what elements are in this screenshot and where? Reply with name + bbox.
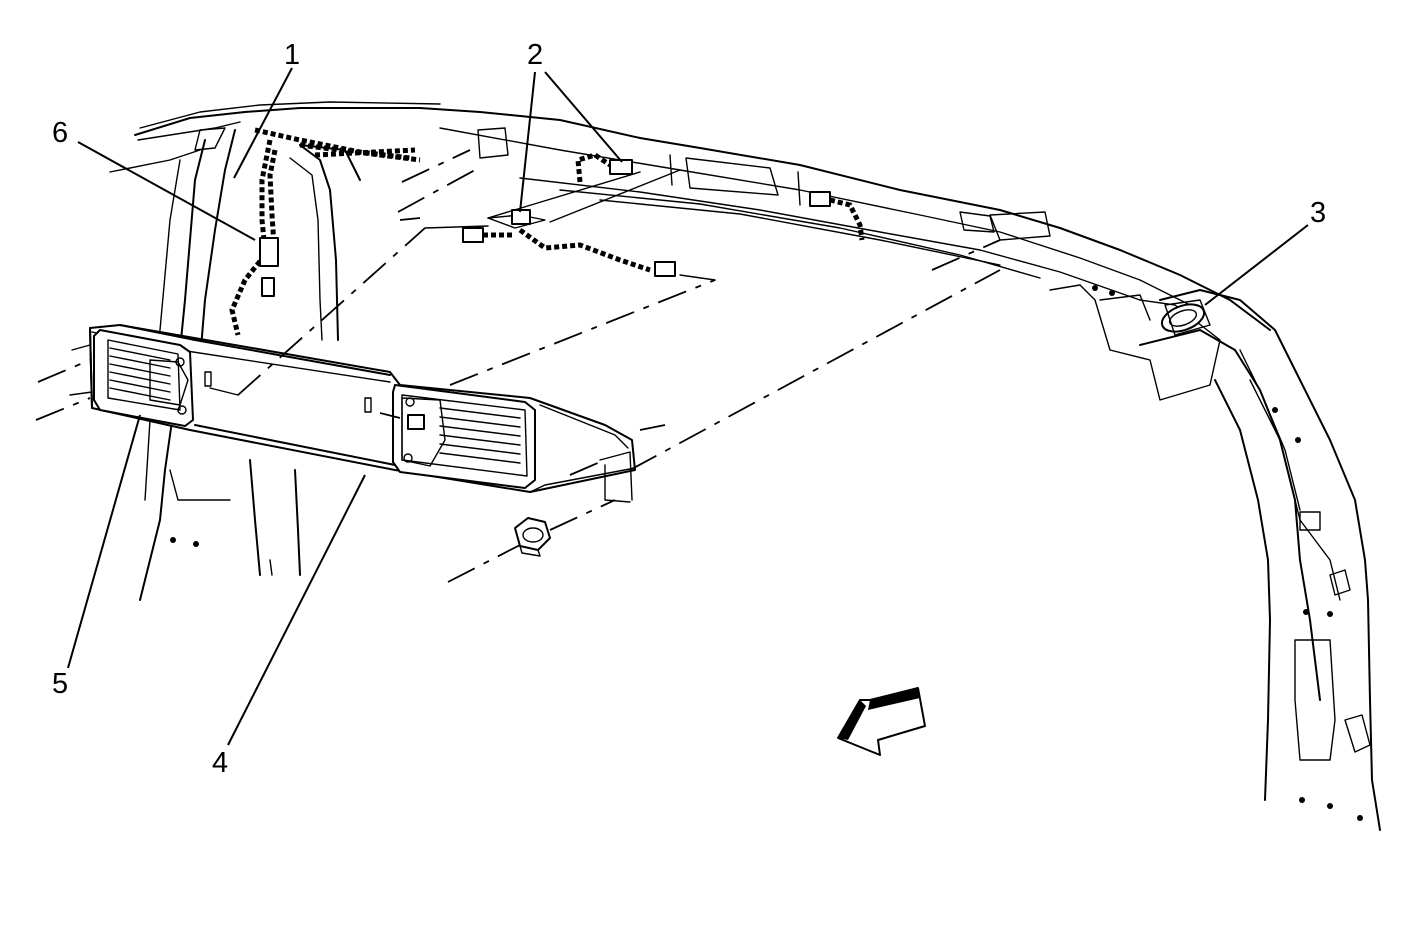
- pillar-hole: [193, 541, 199, 547]
- callout-2: 2: [527, 39, 543, 71]
- callout-labels: 1 2 3 4 5 6: [52, 39, 1326, 779]
- alignment-lines: [35, 149, 1001, 583]
- front-direction-arrow-icon: [837, 687, 926, 756]
- callout-5: 5: [52, 668, 68, 700]
- vent-right: [392, 384, 536, 489]
- item-3-plug: [1160, 299, 1211, 336]
- callout-6: 6: [52, 117, 68, 149]
- right-pillar: [1049, 284, 1381, 831]
- callout-4: 4: [212, 747, 228, 779]
- item-5-vent-left: [93, 329, 194, 427]
- pillar-hole: [170, 537, 176, 543]
- callout-3: 3: [1310, 197, 1326, 229]
- wiring-harness: [229, 127, 421, 336]
- nut-fastener: [514, 517, 551, 557]
- callout-1: 1: [284, 39, 300, 71]
- item-2-connectors: [462, 152, 865, 277]
- callout-leaders: [67, 67, 1309, 746]
- roof-frame: [134, 101, 1271, 331]
